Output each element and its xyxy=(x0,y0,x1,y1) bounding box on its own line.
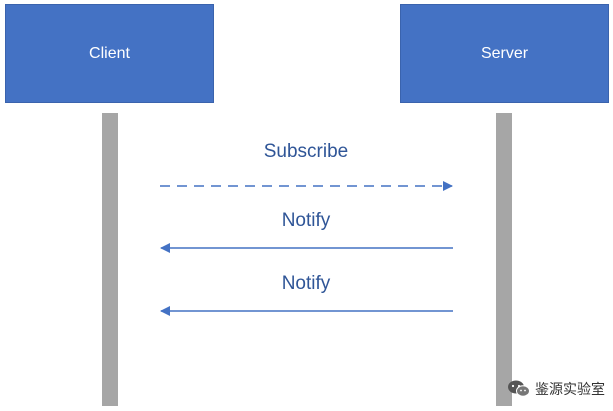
watermark: 鉴源实验室 xyxy=(507,379,605,399)
client-label: Client xyxy=(89,44,130,62)
client-participant-box: Client xyxy=(5,4,214,103)
notify-message-label-1: Notify xyxy=(281,210,331,231)
notify-message-label-2: Notify xyxy=(281,273,331,294)
server-participant-box: Server xyxy=(400,4,609,103)
server-lifeline xyxy=(496,113,512,406)
subscribe-message-label: Subscribe xyxy=(263,141,349,162)
server-label: Server xyxy=(480,44,529,62)
client-lifeline xyxy=(102,113,118,406)
watermark-text: 鉴源实验室 xyxy=(535,382,605,398)
wechat-icon xyxy=(507,379,531,399)
